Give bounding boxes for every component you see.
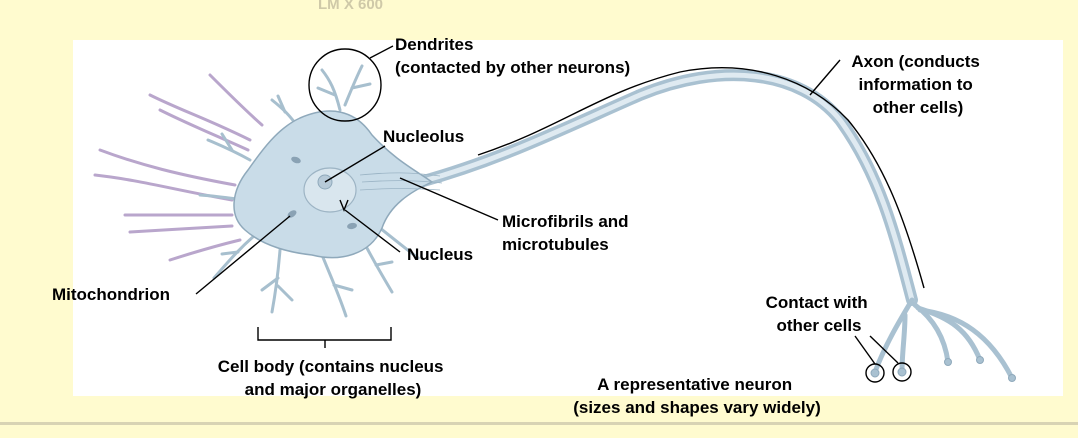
- dendrites: [198, 64, 420, 318]
- magnification-label: LM X 600: [318, 0, 383, 13]
- axon-label: Axon (conducts information to other cell…: [851, 52, 984, 117]
- cell-body-label: Cell body (contains nucleus and major or…: [218, 357, 449, 399]
- mitochondrion-leader: [195, 215, 291, 295]
- dendrites-label: Dendrites (contacted by other neurons): [395, 35, 630, 77]
- nucleus-label: Nucleus: [407, 245, 473, 264]
- contact-leader-2: [869, 335, 899, 364]
- nucleus: [303, 167, 357, 213]
- mitochondrion-label: Mitochondrion: [52, 285, 170, 304]
- dendrites-highlight-circle: [308, 48, 382, 122]
- contact-label: Contact with other cells: [766, 293, 873, 335]
- microfibrils-label: Microfibrils and microtubules: [502, 212, 633, 254]
- dendrites-leader: [369, 45, 394, 59]
- nucleolus-leader: [324, 145, 386, 183]
- axon-terminals: [872, 297, 1015, 381]
- nucleus-leader: [344, 209, 401, 253]
- afferent-axons: [93, 73, 264, 262]
- contact-circle-2: [892, 362, 912, 382]
- figure-caption: A representative neuron (sizes and shape…: [573, 375, 821, 417]
- nucleolus-label: Nucleolus: [383, 127, 464, 146]
- nucleus-bracket: [339, 199, 349, 212]
- contact-leader-1: [854, 335, 876, 365]
- axon-leader: [809, 59, 841, 96]
- bottom-divider: [0, 422, 1078, 425]
- microfibrils-leader: [399, 177, 499, 221]
- axon-bracket: [477, 67, 925, 289]
